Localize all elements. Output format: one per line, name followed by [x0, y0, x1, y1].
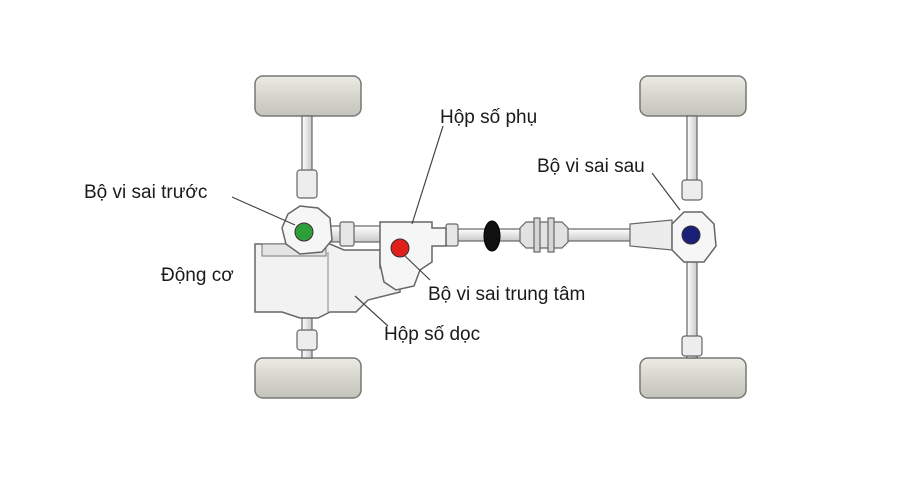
- transfer-case: [379, 221, 447, 291]
- rear-propeller-shaft: [439, 217, 681, 253]
- label-engine: Động cơ: [161, 265, 234, 286]
- front-differential-dot: [294, 222, 314, 242]
- tire-front-right: [254, 357, 362, 399]
- label-transmission: Hộp số dọc: [384, 324, 480, 345]
- rear-differential-dot: [681, 225, 701, 245]
- leader-transfer-case: [411, 125, 444, 225]
- leader-front-differential: [231, 196, 296, 226]
- label-front-differential: Bộ vi sai trước: [84, 182, 207, 203]
- leader-lines: [231, 125, 681, 327]
- leader-center-differential: [404, 255, 431, 281]
- label-rear-differential: Bộ vi sai sau: [537, 156, 645, 177]
- label-transfer-case: Hộp số phụ: [440, 107, 537, 128]
- leader-rear-differential: [651, 172, 681, 211]
- front-propeller-shaft: [317, 221, 389, 247]
- tire-rear-left: [639, 75, 747, 117]
- rear-axle: [681, 115, 703, 359]
- leader-transmission: [354, 295, 389, 327]
- tire-front-left: [254, 75, 362, 117]
- label-center-differential: Bộ vi sai trung tâm: [428, 284, 585, 305]
- tire-rear-right: [639, 357, 747, 399]
- propeller-coupling: [483, 220, 501, 252]
- center-differential-dot: [390, 238, 410, 258]
